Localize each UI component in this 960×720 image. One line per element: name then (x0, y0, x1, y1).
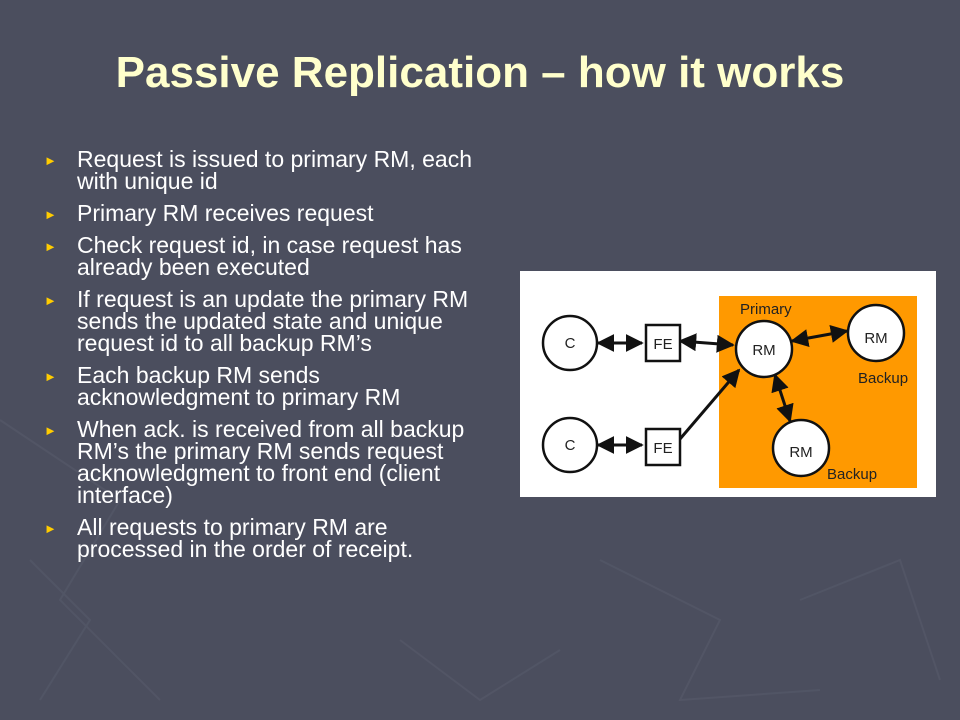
edge-primary-backup-top (790, 325, 849, 347)
triangle-right-icon: ► (44, 423, 57, 438)
bullet-list: ► Request is issued to primary RM, each … (44, 148, 494, 570)
bullet-text: Check request id, in case request has al… (77, 232, 462, 280)
bullet-text: Each backup RM sends acknowledgment to p… (77, 362, 401, 410)
list-item: ► When ack. is received from all backup … (44, 416, 494, 508)
client-label-bottom: C (565, 437, 576, 454)
backup-rm-label-bottom: RM (789, 444, 812, 461)
list-item: ► Request is issued to primary RM, each … (44, 146, 494, 194)
primary-rm-label: RM (752, 342, 775, 359)
list-item: ► If request is an update the primary RM… (44, 286, 494, 356)
backup-rm-label-top: RM (864, 330, 887, 347)
bullet-text: Primary RM receives request (77, 200, 374, 226)
triangle-right-icon: ► (44, 153, 57, 168)
backup-rm-node-bottom (771, 418, 831, 478)
list-item: ► Each backup RM sends acknowledgment to… (44, 362, 494, 410)
list-item: ► Primary RM receives request (44, 200, 494, 226)
fe-node-top (644, 323, 682, 363)
replication-diagram: C C FE FE Primary RM RM Backup RM Backup (520, 271, 936, 497)
backup-label-bottom: Backup (827, 466, 877, 483)
fe-label-bottom: FE (653, 440, 672, 457)
edge-fe-bottom-primary (678, 368, 741, 440)
page-title: Passive Replication – how it works (115, 48, 845, 97)
primary-label: Primary (740, 301, 792, 318)
fe-node-bottom (644, 427, 682, 467)
bullet-text: All requests to primary RM are processed… (77, 514, 414, 562)
client-node-top (541, 314, 599, 372)
edge-fe-primary (678, 333, 735, 353)
triangle-right-icon: ► (44, 239, 57, 254)
client-label-top: C (565, 335, 576, 352)
client-node-bottom (541, 416, 599, 474)
triangle-right-icon: ► (44, 293, 57, 308)
bullet-text: When ack. is received from all backup RM… (77, 416, 465, 508)
triangle-right-icon: ► (44, 207, 57, 222)
bullet-text: Request is issued to primary RM, each wi… (77, 146, 472, 194)
list-item: ► All requests to primary RM are process… (44, 514, 494, 562)
backup-label-top: Backup (858, 370, 908, 387)
triangle-right-icon: ► (44, 369, 57, 384)
primary-rm-node (734, 319, 794, 379)
backup-rm-node-top (846, 303, 906, 363)
list-item: ► Check request id, in case request has … (44, 232, 494, 280)
edge-primary-backup-bottom (771, 373, 794, 423)
fe-label-top: FE (653, 336, 672, 353)
triangle-right-icon: ► (44, 521, 57, 536)
bullet-text: If request is an update the primary RM s… (77, 286, 469, 356)
